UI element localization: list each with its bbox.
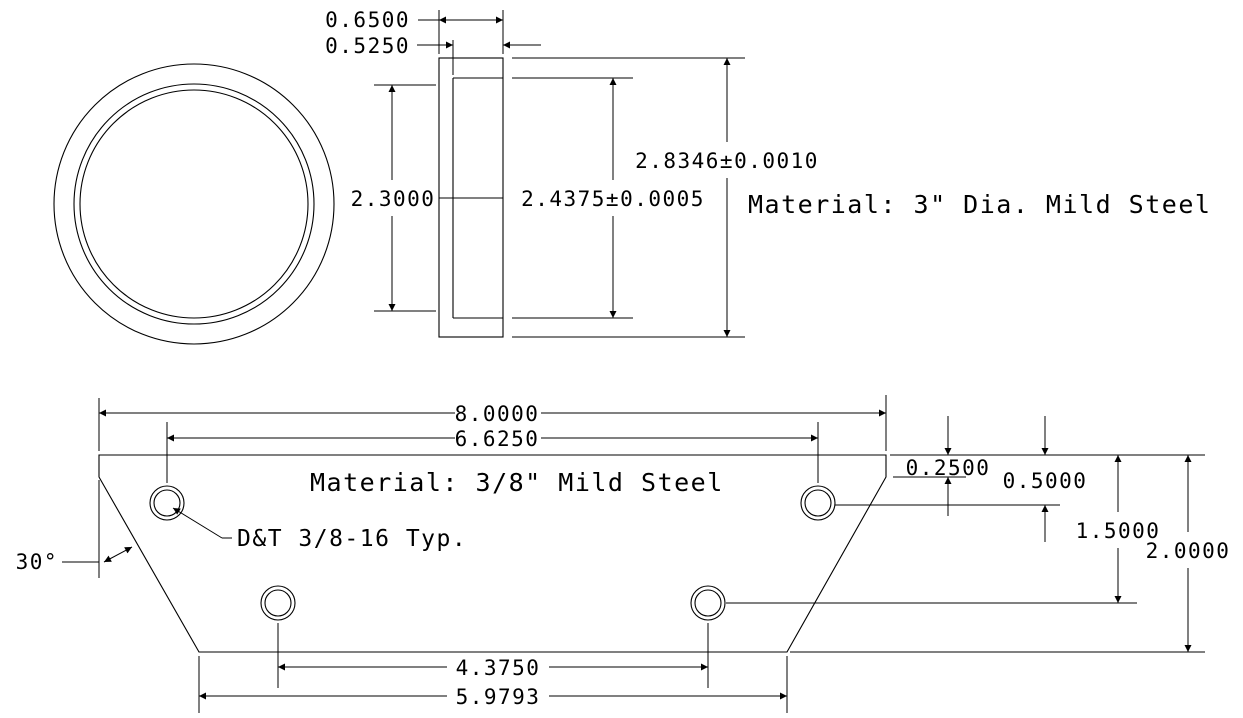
dim-ring-width-inner: 0.5250	[325, 34, 541, 75]
ring-material-note: Material: 3" Dia. Mild Steel	[748, 190, 1211, 219]
tapped-hole	[260, 585, 296, 621]
dim-ring-bore-diameter-label: 2.4375±0.0005	[521, 187, 705, 211]
hole-callout: D&T 3/8-16 Typ.	[172, 507, 467, 552]
dim-ring-outer-diameter-label: 2.8346±0.0010	[635, 149, 819, 173]
dim-plate-hole-spacing-bottom-label: 4.3750	[456, 656, 541, 680]
dim-plate-overall-height-label: 2.0000	[1146, 539, 1231, 563]
dim-plate-chamfer-angle: 30°	[16, 480, 133, 578]
dim-plate-bottom-length: 5.9793	[198, 656, 788, 713]
dim-ring-outer-diameter: 2.8346±0.0010	[512, 57, 819, 338]
plate-outline	[98, 454, 887, 653]
tapped-hole	[690, 585, 726, 621]
dim-ring-width-outer: 0.6500	[325, 8, 504, 54]
dim-ring-bore-diameter: 2.4375±0.0005	[512, 77, 705, 319]
dim-plate-chamfer-angle-label: 30°	[16, 550, 58, 574]
dim-plate-overall-length: 8.0000	[98, 395, 887, 451]
dim-plate-right-extensions	[726, 454, 1205, 653]
dim-plate-hole-spacing-bottom: 4.3750	[277, 623, 709, 688]
ring-outer-circle	[53, 63, 335, 345]
dim-ring-inner-diameter-label: 2.3000	[351, 187, 436, 211]
dim-plate-lower-hole-height: 1.5000	[1076, 455, 1161, 603]
dim-plate-hole-row-offset-label: 0.5000	[1003, 469, 1088, 493]
dim-plate-overall-length-label: 8.0000	[455, 402, 540, 426]
dim-plate-overall-height: 2.0000	[1146, 455, 1231, 652]
tapped-hole	[149, 485, 185, 521]
dim-plate-hole-row-offset: 0.5000	[1003, 416, 1088, 542]
plate-material-note: Material: 3/8" Mild Steel	[310, 468, 724, 497]
dim-ring-inner-diameter: 2.3000	[351, 84, 503, 312]
dim-plate-hole-spacing-top: 6.6250	[166, 422, 819, 483]
dim-plate-top-edge-offset-label: 0.2500	[906, 456, 991, 480]
dim-plate-hole-spacing-top-label: 6.6250	[455, 427, 540, 451]
ring-front-view	[53, 63, 335, 345]
ring-bore-circle	[73, 83, 315, 325]
hole-callout-label: D&T 3/8-16 Typ.	[237, 526, 467, 552]
tapped-hole	[800, 485, 836, 521]
ring-inner-circle	[79, 89, 309, 319]
dim-plate-top-edge-offset: 0.2500	[893, 416, 991, 516]
dim-ring-width-outer-label: 0.6500	[325, 8, 410, 32]
dim-plate-lower-hole-height-label: 1.5000	[1076, 519, 1161, 543]
plate-view	[98, 454, 887, 653]
dim-plate-bottom-length-label: 5.9793	[456, 685, 541, 709]
dim-ring-width-inner-label: 0.5250	[325, 34, 410, 58]
